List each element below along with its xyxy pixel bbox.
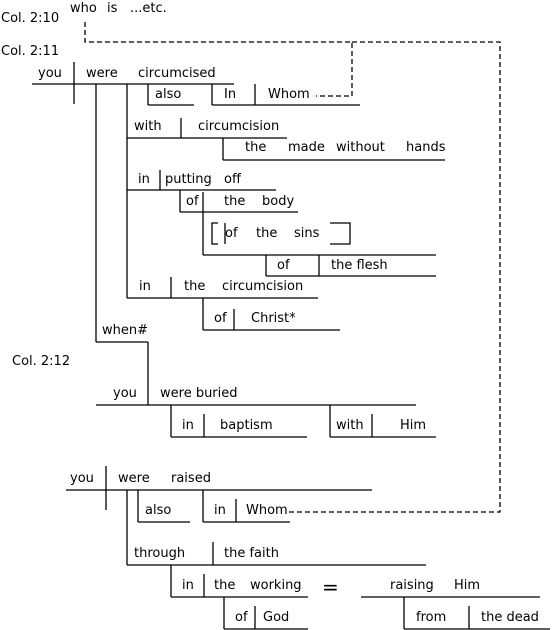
word-circumcised: circumcised bbox=[138, 66, 216, 81]
dashed-link-whom-raised bbox=[286, 41, 501, 513]
word-raising: raising bbox=[390, 578, 434, 593]
word-the-1: the bbox=[245, 140, 266, 155]
word-of-5: of bbox=[235, 610, 248, 625]
word-god: God bbox=[263, 610, 289, 625]
word-of-2: of bbox=[225, 226, 238, 241]
word-also-2: also bbox=[145, 503, 171, 518]
word-the-dead: the dead bbox=[481, 610, 539, 625]
word-who: who bbox=[70, 1, 97, 16]
word-you-1: you bbox=[38, 66, 62, 81]
word-also-1: also bbox=[155, 87, 181, 102]
word-through: through bbox=[134, 546, 185, 561]
word-in-3: in bbox=[139, 279, 151, 294]
verse-label-2-10: Col. 2:10 bbox=[1, 11, 59, 26]
word-in-1: In bbox=[224, 87, 236, 102]
word-christ: Christ* bbox=[251, 311, 296, 326]
word-of-4: of bbox=[214, 311, 227, 326]
word-with-1: with bbox=[134, 119, 162, 134]
word-sins: sins bbox=[294, 226, 320, 241]
word-the-4: the bbox=[184, 279, 205, 294]
word-with-2: with bbox=[336, 418, 364, 433]
word-body: body bbox=[262, 194, 294, 209]
word-whom-1: Whom bbox=[268, 87, 310, 102]
word-etc: ...etc. bbox=[130, 1, 167, 16]
word-the-faith: the faith bbox=[224, 546, 279, 561]
word-in-6: in bbox=[182, 578, 194, 593]
word-in-4: in bbox=[182, 418, 194, 433]
verse-label-2-11: Col. 2:11 bbox=[1, 44, 59, 59]
word-from: from bbox=[416, 610, 446, 625]
word-the-2: the bbox=[224, 194, 245, 209]
word-made: made bbox=[288, 140, 325, 155]
word-him-1: Him bbox=[400, 418, 426, 433]
word-hands: hands bbox=[406, 140, 446, 155]
word-were-1: were bbox=[86, 66, 118, 81]
word-the-flesh: the flesh bbox=[331, 258, 388, 273]
equals-sign: = bbox=[322, 575, 339, 599]
word-him-2: Him bbox=[454, 578, 480, 593]
word-raised: raised bbox=[171, 471, 211, 486]
word-working: working bbox=[250, 578, 302, 593]
word-when: when# bbox=[102, 323, 148, 338]
word-of-1: of bbox=[186, 194, 199, 209]
word-you-3: you bbox=[70, 471, 94, 486]
word-off: off bbox=[224, 172, 242, 187]
bracket-left-sins bbox=[211, 222, 218, 245]
word-were-2: were bbox=[118, 471, 150, 486]
verse-label-2-12: Col. 2:12 bbox=[12, 354, 70, 369]
word-you-2: you bbox=[113, 386, 137, 401]
word-the-3: the bbox=[256, 226, 277, 241]
word-baptism: baptism bbox=[220, 418, 273, 433]
dashed-link-who-whom bbox=[84, 22, 353, 97]
word-circumcision-2: circumcision bbox=[222, 279, 303, 294]
bracket-right-sins bbox=[330, 222, 351, 245]
word-putting: putting bbox=[165, 172, 212, 187]
word-circumcision-1: circumcision bbox=[198, 119, 279, 134]
word-in-5: in bbox=[214, 503, 226, 518]
word-the-5: the bbox=[214, 578, 235, 593]
word-were-buried: were buried bbox=[160, 386, 238, 401]
word-without: without bbox=[336, 140, 385, 155]
word-is: is bbox=[107, 1, 118, 16]
word-of-3: of bbox=[277, 258, 290, 273]
word-whom-2: Whom bbox=[246, 503, 288, 518]
word-in-2: in bbox=[138, 172, 150, 187]
